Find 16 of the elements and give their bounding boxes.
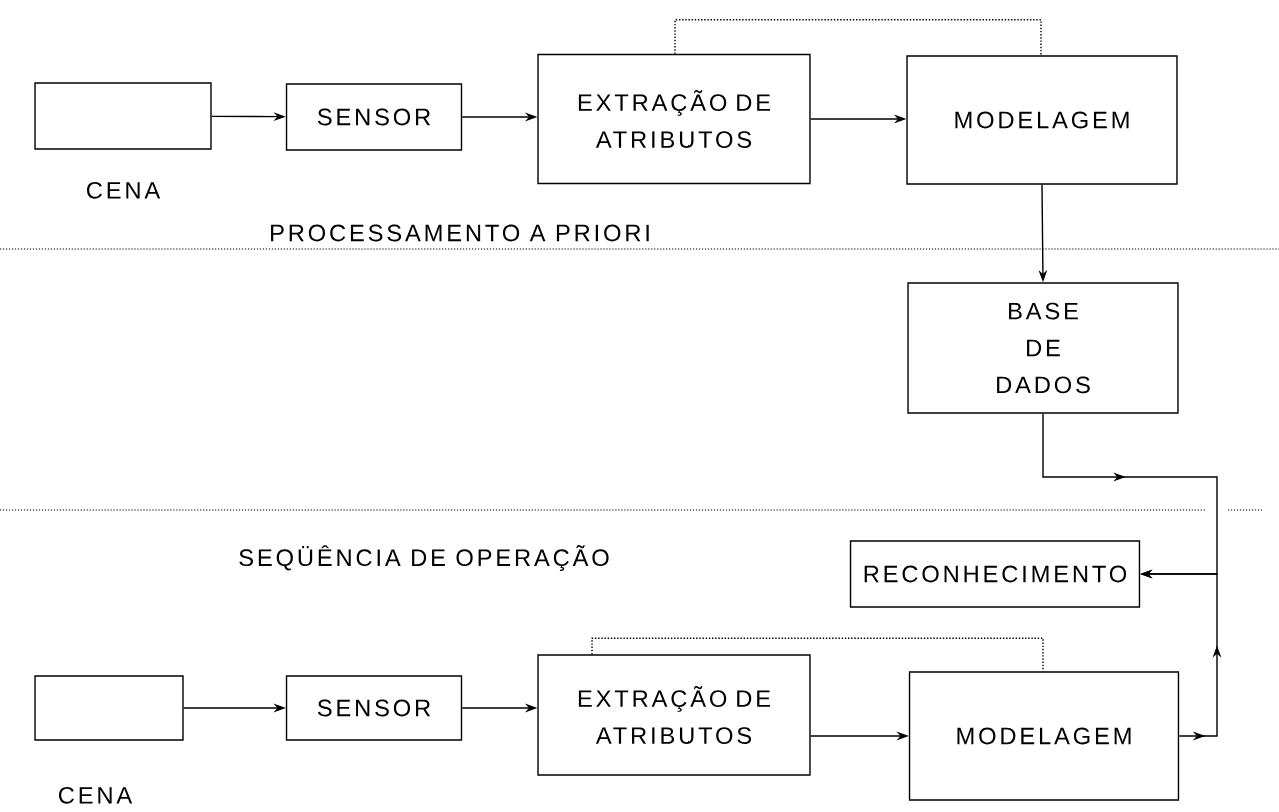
section-label: PROCESSAMENTO A PRIORI — [271, 224, 649, 242]
process-box: SENSOR — [285, 675, 463, 741]
process-box: CENA — [34, 675, 184, 804]
process-box: CENA — [34, 82, 212, 199]
node-label: CENA — [59, 786, 133, 804]
process-box: MODELAGEM — [908, 671, 1180, 801]
process-box: SENSOR — [285, 83, 463, 151]
process-box: RECONHECIMENTO — [849, 540, 1141, 608]
process-box: EXTRAÇÃO DE ATRIBUTOS — [537, 654, 811, 776]
dotted-connector — [591, 637, 1044, 672]
dotted-connector — [674, 19, 1042, 57]
process-box: MODELAGEM — [906, 55, 1178, 185]
node-label: CENA — [87, 181, 161, 199]
section-label: SEQÜÊNCIA DE OPERAÇÃO — [239, 545, 609, 571]
process-box: EXTRAÇÃO DE ATRIBUTOS — [537, 53, 811, 185]
process-box: BASE DE DADOS — [907, 282, 1179, 414]
